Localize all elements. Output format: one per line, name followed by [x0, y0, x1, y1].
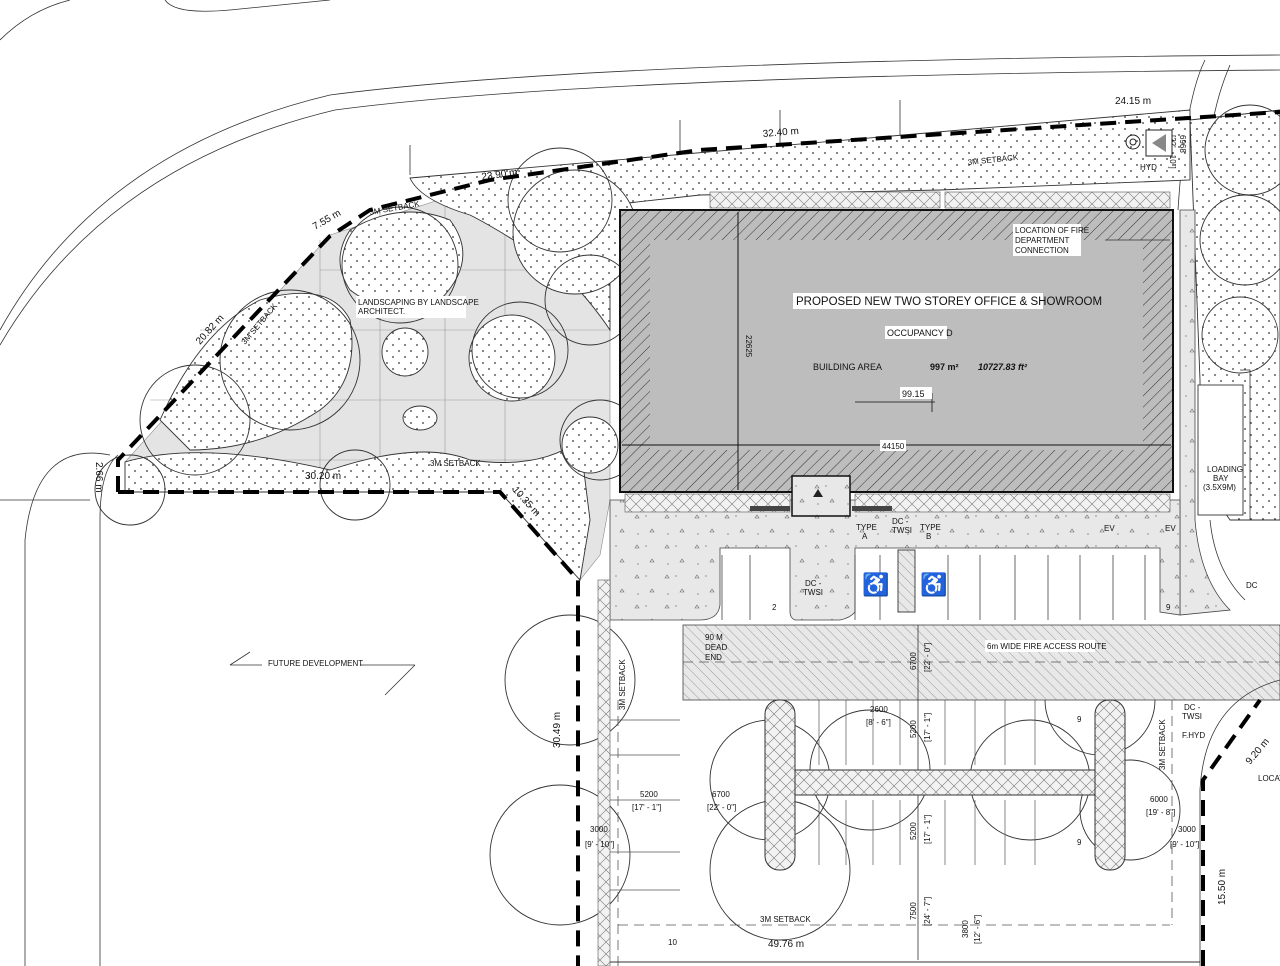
parking-islands	[764, 699, 1126, 871]
building-area-m2: 997 m²	[930, 362, 959, 372]
dim-24-15: 24.15 m	[1115, 96, 1151, 107]
dim-15-50: 15.50 m	[1217, 869, 1228, 905]
parking-north	[721, 555, 1146, 620]
dim-5200: 5200	[909, 720, 918, 738]
dim-5200: 5200	[640, 790, 658, 799]
loading-bay-label-1: LOADING	[1207, 465, 1243, 474]
dim-6700-imperial: [22' - 0"]	[707, 803, 736, 812]
dim-30-20: 30.20 m	[305, 471, 341, 482]
building	[619, 191, 1174, 517]
landscaping-note-1: LANDSCAPING BY LANDSCAPE	[358, 298, 479, 307]
accessible-aisle	[897, 549, 916, 613]
dim-6000-imperial: [19' - 8"]	[1146, 808, 1175, 817]
setback-label: 3M SETBACK	[1158, 719, 1167, 770]
type-b-label-2: B	[926, 532, 931, 541]
ev-label: EV	[1165, 524, 1176, 533]
dim-5200: 5200	[909, 822, 918, 840]
dc-twsi-label: DC -	[892, 517, 909, 526]
dim-3000-imperial: [9' - 10"]	[585, 840, 614, 849]
dim-6968: 6968	[1178, 135, 1187, 153]
hydrant-icon	[1125, 129, 1173, 157]
dead-end-label: 90 M	[705, 633, 723, 642]
setback-label: 3M SETBACK	[430, 459, 481, 468]
type-a-label-1: TYPE	[856, 523, 877, 532]
dim-3800: 3800	[961, 920, 970, 938]
landscaping-note-2: ARCHITECT.	[358, 307, 405, 316]
dim-7500-imperial: [24' - 7"]	[923, 897, 932, 926]
property-line	[116, 110, 1280, 492]
stall-number: 9	[1077, 838, 1082, 847]
dim-2600-imperial: [8' - 6"]	[866, 718, 891, 727]
fire-connection-note-3: CONNECTION	[1015, 246, 1069, 255]
occupancy-label: OCCUPANCY D	[887, 328, 953, 338]
dim-6700-imperial: [22' - 0"]	[923, 643, 932, 672]
building-title: PROPOSED NEW TWO STOREY OFFICE & SHOWROO…	[796, 296, 1102, 308]
property-line	[1201, 698, 1262, 966]
building-depth-dim: 22625	[744, 335, 753, 358]
dead-end-label: DEAD	[705, 643, 727, 652]
dead-end-label: END	[705, 653, 722, 662]
fire-connection-note-2: DEPARTMENT	[1015, 236, 1069, 245]
hydrant-label: HYD	[1140, 163, 1157, 172]
dc-twsi-label: TWSI	[1182, 712, 1202, 721]
dim-49-76: 49.76 m	[768, 939, 804, 950]
elevation-label: 99.15	[902, 389, 925, 399]
stall-number: 9	[1166, 603, 1171, 612]
dim-9-20: 9.20 m	[1244, 736, 1272, 766]
stall-number: 10	[668, 938, 677, 947]
fire-access-route	[682, 624, 1280, 701]
setback-label: 3M SETBACK	[618, 659, 627, 710]
loading-bay	[1197, 384, 1244, 516]
dim-2-66: 2.66 m	[93, 462, 104, 493]
fire-connection-note-1: LOCATION OF FIRE	[1015, 226, 1089, 235]
west-planting-strip	[597, 579, 611, 966]
setback-label: 3M SETBACK	[760, 915, 811, 924]
loading-bay-label-2: BAY	[1213, 474, 1229, 483]
type-b-label-1: TYPE	[920, 523, 941, 532]
dim-7500: 7500	[909, 902, 918, 920]
dim-30-49: 30.49 m	[552, 712, 563, 748]
type-a-label-2: A	[862, 532, 868, 541]
location-label: LOCAT	[1258, 774, 1280, 783]
dim-6000: 6000	[1150, 795, 1168, 804]
dim-5200-imperial: [17' - 1"]	[923, 713, 932, 742]
dc-twsi-label: TWSI	[803, 588, 823, 597]
stall-number: 9	[1077, 715, 1082, 724]
accessible-parking-icon: ♿	[862, 572, 889, 597]
building-area-label: BUILDING AREA	[813, 362, 882, 372]
dim-2600: 2600	[870, 705, 888, 714]
dim-5200-imperial: [17' - 1"]	[923, 815, 932, 844]
dim-6700: 6700	[909, 652, 918, 670]
f-hyd-label: F.HYD	[1182, 731, 1205, 740]
dim-23-90: 23.90 m	[481, 167, 518, 183]
dc-twsi-label: DC -	[1184, 703, 1201, 712]
fire-route-label: 6m WIDE FIRE ACCESS ROUTE	[987, 642, 1107, 651]
dim-3000-imperial: [9' - 10"]	[1170, 840, 1199, 849]
dim-32-40: 32.40 m	[762, 126, 799, 140]
dc-twsi-label: DC -	[805, 579, 822, 588]
east-sidewalk	[1179, 209, 1231, 616]
dc-label: DC	[1246, 581, 1258, 590]
ev-label: EV	[1104, 524, 1115, 533]
dim-6700: 6700	[712, 790, 730, 799]
dim-3800-imperial: [12' - 6"]	[973, 915, 982, 944]
building-width-dim: 44150	[882, 442, 905, 451]
future-development-label: FUTURE DEVELOPMENT	[268, 659, 363, 668]
dim-3000: 3000	[1178, 825, 1196, 834]
loading-bay-label-3: (3.5X9M)	[1203, 483, 1236, 492]
stall-number: 2	[772, 603, 777, 612]
dc-twsi-label: TWSI	[892, 526, 912, 535]
building-area-ft2: 10727.83 ft²	[978, 362, 1028, 372]
dim-3000: 3000	[590, 825, 608, 834]
dim-5200-imperial: [17' - 1"]	[632, 803, 661, 812]
property-line	[118, 490, 580, 966]
accessible-parking-icon: ♿	[920, 572, 947, 597]
parking-south	[610, 700, 1036, 891]
